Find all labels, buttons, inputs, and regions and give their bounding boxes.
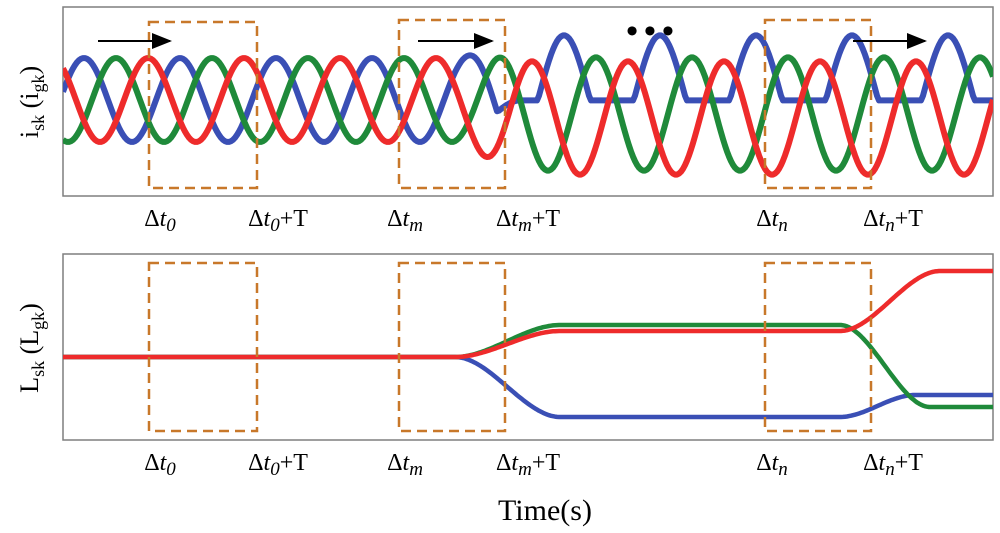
bottom-window-m [397, 261, 507, 433]
top-tick-t0: Δt0 [144, 206, 176, 236]
top-window-n [763, 18, 873, 190]
top-green-current-curve [63, 54, 993, 174]
bottom-panel [62, 253, 994, 441]
bottom-window-0 [147, 261, 259, 433]
top-tick-tm: Δtm [387, 206, 423, 236]
top-window-m [397, 18, 507, 190]
bottom-panel-frame [62, 253, 994, 441]
top-blue-current-curve [63, 32, 993, 145]
top-window-0 [147, 20, 259, 190]
bottom-ylabel: Lsk (Lgk) [15, 303, 48, 393]
bottom-red-inductance-curve [63, 268, 993, 360]
bottom-tick-t0: Δt0 [144, 450, 176, 480]
top-tick-t0T: Δt0+T [248, 206, 308, 236]
bottom-tick-t0T: Δt0+T [248, 450, 308, 480]
bottom-tick-labels: Δt0 Δt0+T Δtm Δtm+T Δtn Δtn+T [144, 450, 923, 480]
top-tick-tn: Δtn [756, 206, 788, 236]
top-tick-tnT: Δtn+T [863, 206, 923, 236]
top-panel: ••• [62, 6, 994, 197]
bottom-tick-tnT: Δtn+T [863, 450, 923, 480]
top-tick-labels: Δt0 Δt0+T Δtm Δtm+T Δtn Δtn+T [144, 206, 923, 236]
top-tick-tmT: Δtm+T [496, 206, 560, 236]
bottom-tick-tn: Δtn [756, 450, 788, 480]
bottom-window-n [763, 261, 873, 433]
x-axis-title: Time(s) [498, 494, 592, 527]
bottom-tick-tm: Δtm [387, 450, 423, 480]
top-ellipsis: ••• [626, 13, 680, 50]
top-ylabel: isk (igk) [15, 66, 48, 138]
bottom-tick-tmT: Δtm+T [496, 450, 560, 480]
top-red-current-curve [63, 55, 993, 178]
